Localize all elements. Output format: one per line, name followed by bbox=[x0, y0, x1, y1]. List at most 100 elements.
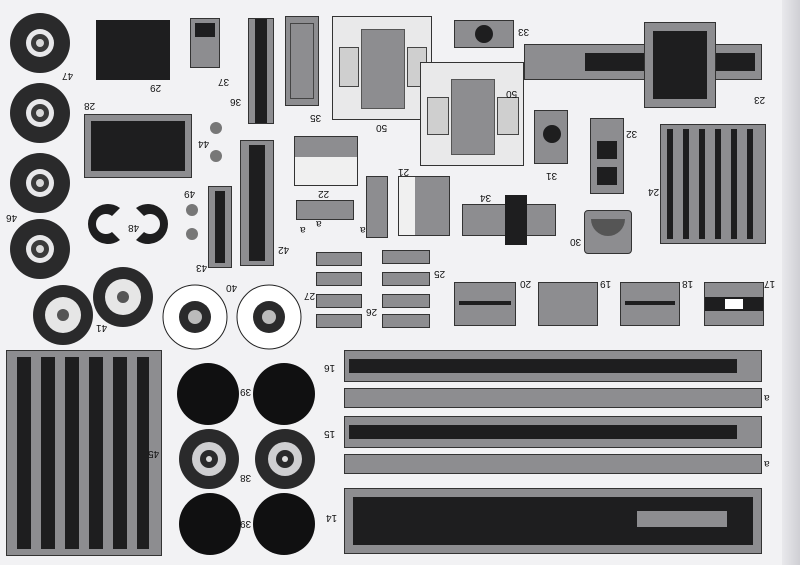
label-33: 33 bbox=[518, 26, 530, 37]
part-32 bbox=[590, 118, 624, 194]
label-24: 24 bbox=[648, 186, 660, 197]
tire-46-b bbox=[10, 219, 70, 279]
part-20 bbox=[454, 282, 516, 326]
label-21: 21 bbox=[398, 166, 410, 177]
label-20: 20 bbox=[520, 278, 532, 289]
label-25: 25 bbox=[434, 268, 446, 279]
wheel-38-right bbox=[255, 429, 315, 489]
label-37: 37 bbox=[218, 76, 230, 87]
tire-41-left bbox=[33, 285, 93, 345]
part-48-right bbox=[136, 204, 168, 244]
part-tall-gray bbox=[285, 16, 319, 106]
label-27: 27 bbox=[304, 290, 316, 301]
label-34: 34 bbox=[480, 192, 492, 203]
part-27-strip-4 bbox=[316, 314, 362, 328]
part-16a bbox=[344, 388, 762, 408]
tire-46-a bbox=[10, 153, 70, 213]
label-14: 14 bbox=[326, 512, 338, 523]
label-a3: a bbox=[764, 392, 770, 403]
part-23-chassis-center bbox=[644, 22, 716, 108]
part-15 bbox=[344, 416, 762, 448]
part-43 bbox=[208, 186, 232, 268]
label-a5: a bbox=[316, 218, 322, 229]
part-26-strip-2 bbox=[382, 314, 430, 328]
label-35: 35 bbox=[310, 112, 322, 123]
tire-41-right bbox=[93, 267, 153, 327]
label-44: 44 bbox=[198, 138, 210, 149]
part-44-base bbox=[84, 114, 192, 178]
part-24-slatted-panel bbox=[660, 124, 766, 244]
part-34 bbox=[462, 195, 556, 245]
part-50-box-net-top bbox=[332, 16, 432, 120]
part-22 bbox=[294, 136, 358, 186]
label-46: 46 bbox=[6, 212, 18, 223]
part-45-tread-panel bbox=[6, 350, 162, 556]
label-47: 47 bbox=[62, 70, 74, 81]
part-30 bbox=[584, 210, 632, 254]
label-45: 45 bbox=[148, 448, 160, 459]
part-25-strip-2 bbox=[382, 272, 430, 286]
part-42 bbox=[240, 140, 274, 266]
label-26: 26 bbox=[366, 306, 378, 317]
label-32: 32 bbox=[626, 128, 638, 139]
part-49-bolts bbox=[186, 204, 198, 240]
disc-39-bottom-left bbox=[179, 493, 241, 555]
label-36: 36 bbox=[230, 96, 242, 107]
part-26-strip-1 bbox=[382, 294, 430, 308]
label-38: 38 bbox=[240, 472, 252, 483]
label-50-bottom: 50 bbox=[506, 88, 518, 99]
part-27-strip-3 bbox=[316, 294, 362, 308]
part-22a bbox=[296, 200, 354, 220]
tire-28 bbox=[10, 83, 70, 143]
label-42: 42 bbox=[278, 244, 290, 255]
label-43: 43 bbox=[196, 262, 208, 273]
label-49: 49 bbox=[184, 188, 196, 199]
part-48-left bbox=[88, 204, 120, 244]
part-33 bbox=[454, 20, 514, 48]
label-a1: a bbox=[300, 224, 306, 235]
tire-47-top bbox=[10, 13, 70, 73]
part-17 bbox=[704, 282, 764, 326]
part-25-strip-1 bbox=[382, 250, 430, 264]
label-30: 30 bbox=[570, 236, 582, 247]
part-15a bbox=[344, 454, 762, 474]
disc-39-top-left bbox=[177, 363, 239, 425]
part-27-strip-2 bbox=[316, 272, 362, 286]
part-21a bbox=[366, 176, 388, 238]
part-50-box-net-bottom bbox=[420, 62, 524, 166]
label-28: 28 bbox=[84, 100, 96, 111]
sheet-edge bbox=[782, 0, 800, 565]
label-41: 41 bbox=[96, 322, 108, 333]
part-16 bbox=[344, 350, 762, 382]
label-50-top: 50 bbox=[376, 122, 388, 133]
part-27-strip-1 bbox=[316, 252, 362, 266]
part-31 bbox=[534, 110, 568, 164]
label-23: 23 bbox=[754, 94, 766, 105]
wheel-40-right bbox=[236, 284, 302, 350]
label-48: 48 bbox=[128, 222, 140, 233]
label-16: 16 bbox=[324, 362, 336, 373]
part-44-bolts bbox=[210, 122, 222, 162]
label-40: 40 bbox=[226, 282, 238, 293]
label-18: 18 bbox=[682, 278, 694, 289]
wheel-40-left bbox=[162, 284, 228, 350]
part-small-top bbox=[190, 18, 220, 68]
label-19: 19 bbox=[600, 278, 612, 289]
label-17: 17 bbox=[764, 278, 776, 289]
part-21 bbox=[398, 176, 450, 236]
label-22: 22 bbox=[318, 188, 330, 199]
part-23-chassis-arms bbox=[524, 44, 762, 80]
label-a4: a bbox=[764, 458, 770, 469]
label-a2: a bbox=[360, 224, 366, 235]
disc-39-bottom-right bbox=[253, 493, 315, 555]
label-15: 15 bbox=[324, 428, 336, 439]
label-39-top: 39 bbox=[240, 386, 252, 397]
part-19 bbox=[538, 282, 598, 326]
wheel-38-left bbox=[179, 429, 239, 489]
disc-39-top-right bbox=[253, 363, 315, 425]
label-31: 31 bbox=[546, 170, 558, 181]
part-14 bbox=[344, 488, 762, 554]
part-29 bbox=[96, 20, 170, 80]
label-39-bottom: 39 bbox=[240, 518, 252, 529]
